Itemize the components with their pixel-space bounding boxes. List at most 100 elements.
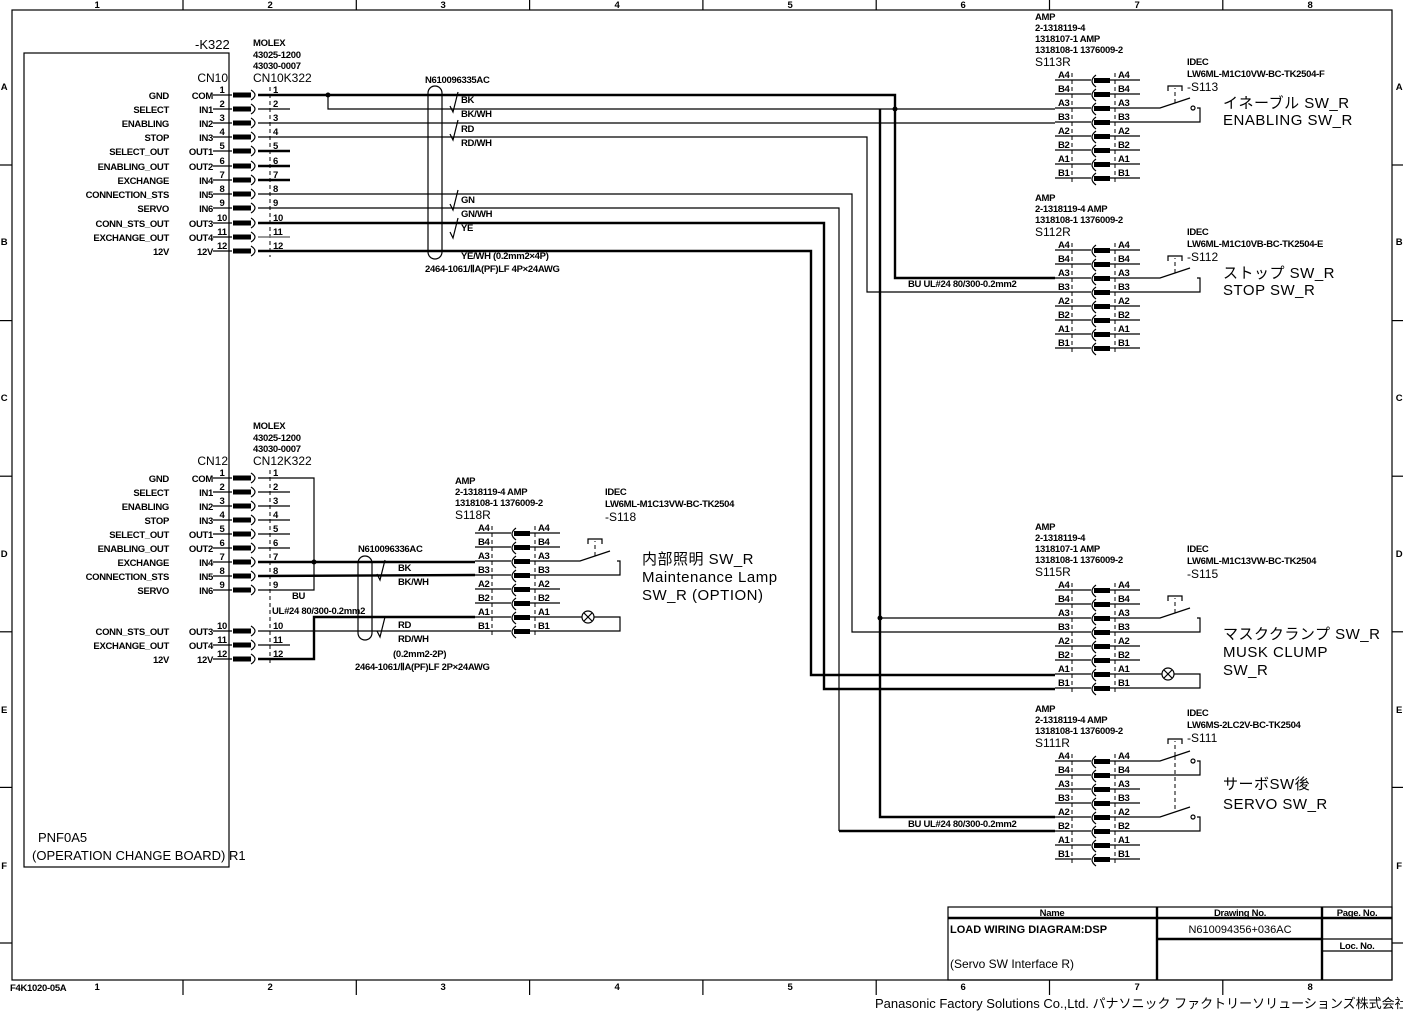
twisted-pair-mark <box>449 217 459 240</box>
pin-socket <box>250 625 256 637</box>
pin-port: IN1 <box>199 488 214 499</box>
switch-contact-icon <box>1140 750 1201 776</box>
switch-model: LW6ML-M1C10VB-BC-TK2504-E <box>1187 239 1323 250</box>
switch-label: SERVO SW_R <box>1223 796 1328 813</box>
column-number: 2 <box>268 0 273 11</box>
switch-maker: IDEC <box>1187 57 1209 68</box>
terminal-socket <box>1091 272 1097 286</box>
pin-signal: ENABLING <box>122 119 169 130</box>
terminal-socket <box>1091 654 1097 668</box>
terminal-socket <box>1091 811 1097 825</box>
pin-port: OUT3 <box>189 627 213 638</box>
column-number: 4 <box>615 0 621 11</box>
pin-number: 10 <box>273 621 283 632</box>
pin-socket <box>250 103 256 115</box>
block-part-info: 2-1318119-4 <box>1035 533 1086 544</box>
terminal-socket <box>1091 300 1097 314</box>
switch-contact-icon <box>1140 806 1201 832</box>
wire-conn-sts-out <box>258 221 1055 691</box>
connector-cn12: CN12MOLEX43025-120043030-0007CN12K322GND… <box>86 421 312 666</box>
terminal-label: B2 <box>478 593 490 604</box>
terminal-socket <box>1091 783 1097 797</box>
terminal-contact <box>1094 262 1110 267</box>
terminal-label: B3 <box>1058 112 1070 123</box>
column-number: 1 <box>95 982 101 993</box>
terminal-contact <box>1094 630 1110 635</box>
cable-type: 2464-1061/ⅡA(PF)LF 2P×24AWG <box>355 662 490 673</box>
terminal-contact <box>1094 801 1110 806</box>
switch-contact-icon <box>1140 255 1201 293</box>
terminal-socket <box>511 597 517 611</box>
terminal-socket <box>1091 682 1097 696</box>
pin-socket <box>250 570 256 582</box>
pin-contact <box>233 205 251 211</box>
pin-number: 10 <box>217 621 227 632</box>
wire-color-label: RD <box>398 620 412 631</box>
terminal-socket <box>1091 598 1097 612</box>
pin-socket <box>250 542 256 554</box>
switch-maker: IDEC <box>1187 227 1209 238</box>
pin-port: IN3 <box>199 133 213 144</box>
pin-socket <box>250 131 256 143</box>
terminal-label: A1 <box>478 607 491 618</box>
pin-signal: EXCHANGE_OUT <box>93 233 169 244</box>
pin-number: 9 <box>220 580 225 591</box>
pin-number: 12 <box>273 649 283 660</box>
terminal-label: A3 <box>538 551 550 562</box>
terminal-socket <box>1091 88 1097 102</box>
row-letter: E <box>1 705 7 716</box>
loc-no-header: Loc. No. <box>1339 941 1374 952</box>
pin-number: 8 <box>220 184 225 195</box>
block-part-info: 1318107-1 AMP <box>1035 544 1101 555</box>
pin-number: 8 <box>273 566 278 577</box>
pin-number: 12 <box>217 649 227 660</box>
terminal-socket <box>1091 74 1097 88</box>
switch-label: サーボSW後 <box>1223 776 1310 793</box>
pin-contact <box>233 475 251 481</box>
pin-socket <box>250 217 256 229</box>
terminal-label: A1 <box>1118 664 1131 675</box>
wire-connection-sts-cn12 <box>257 573 476 578</box>
row-letter: E <box>1396 705 1402 716</box>
terminal-label: B3 <box>1118 622 1130 633</box>
switch-return <box>1140 760 1201 776</box>
terminal-contact <box>514 573 530 578</box>
pin-signal: SELECT_OUT <box>109 530 169 541</box>
switch-label: SW_R <box>1223 662 1268 679</box>
terminal-label: A3 <box>1118 98 1130 109</box>
pin-port: OUT4 <box>189 233 214 244</box>
switch-label: 内部照明 SW_R <box>642 551 754 568</box>
pin-signal: EXCHANGE_OUT <box>93 641 169 652</box>
terminal-socket <box>511 583 517 597</box>
terminal-contact <box>1094 672 1110 677</box>
connector-part: 43030-0007 <box>253 61 301 72</box>
terminal-socket <box>1091 314 1097 328</box>
pin-port: IN3 <box>199 516 213 527</box>
pin-contact <box>233 106 251 112</box>
column-number: 2 <box>268 982 273 993</box>
pin-signal: ENABLING_OUT <box>98 544 170 555</box>
row-letter: C <box>1396 393 1403 404</box>
terminal-contact <box>1094 346 1110 351</box>
terminal-label: A4 <box>1118 751 1131 762</box>
wire-color-label: RD/WH <box>461 138 492 149</box>
terminal-socket <box>511 541 517 555</box>
terminal-contact <box>1094 759 1110 764</box>
